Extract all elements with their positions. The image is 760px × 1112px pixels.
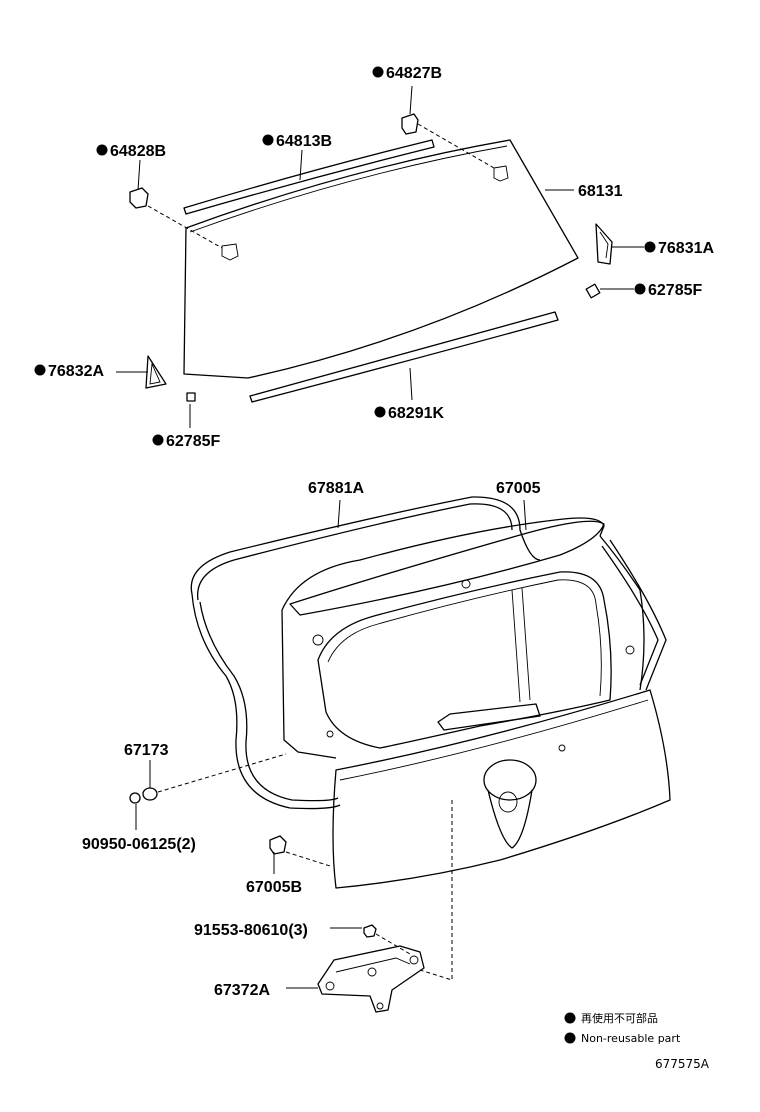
- clip-left: [129, 187, 223, 249]
- label-91553: 91553-80610(3): [194, 922, 308, 939]
- label-68291K: 68291K: [388, 405, 444, 422]
- lock-bracket: [317, 945, 425, 1013]
- label-68131: 68131: [578, 183, 623, 200]
- clip-right: [401, 113, 495, 169]
- part-labels: 64827B 64828B 64813B 68131 76831A 62785F…: [34, 65, 714, 999]
- label-62785F-right: 62785F: [648, 282, 702, 299]
- lower-moulding: [249, 311, 559, 403]
- non-reusable-marker: [634, 283, 646, 295]
- label-76831A: 76831A: [658, 240, 714, 257]
- non-reusable-marker: [152, 434, 164, 446]
- cushion-right: [585, 283, 601, 299]
- label-64827B: 64827B: [386, 65, 442, 82]
- back-door-panel: [281, 517, 671, 889]
- label-62785F-left: 62785F: [166, 433, 220, 450]
- lower-leader-lines: [135, 499, 527, 989]
- upper-moulding: [183, 139, 435, 215]
- legend-marker-en: [564, 1032, 576, 1044]
- label-67881A: 67881A: [308, 480, 364, 497]
- upper-leader-lines: [116, 85, 644, 428]
- screws: [363, 800, 453, 981]
- cushion-left: [186, 392, 196, 402]
- corner-cover-left: [145, 355, 167, 389]
- label-76832A: 76832A: [48, 363, 104, 380]
- legend-marker-jp: [564, 1012, 576, 1024]
- hinge-stud: [269, 835, 331, 867]
- diagram-id: 677575A: [655, 1057, 710, 1071]
- label-67005: 67005: [496, 480, 541, 497]
- legend: 再使用不可部品 Non-reusable part: [564, 1011, 681, 1045]
- label-90950: 90950-06125(2): [82, 836, 196, 853]
- non-reusable-marker: [372, 66, 384, 78]
- weatherstrip: [190, 496, 667, 810]
- non-reusable-marker: [96, 144, 108, 156]
- non-reusable-marker: [374, 406, 386, 418]
- door-stopper: [129, 753, 287, 804]
- legend-text-jp: 再使用不可部品: [581, 1011, 658, 1025]
- non-reusable-marker: [262, 134, 274, 146]
- back-door-glass: [183, 139, 579, 379]
- non-reusable-marker: [644, 241, 656, 253]
- label-67372A: 67372A: [214, 982, 270, 999]
- label-64828B: 64828B: [110, 143, 166, 160]
- legend-text-en: Non-reusable part: [581, 1032, 681, 1045]
- non-reusable-marker: [34, 364, 46, 376]
- label-67173: 67173: [124, 742, 169, 759]
- label-64813B: 64813B: [276, 133, 332, 150]
- corner-cover-right: [595, 223, 613, 265]
- label-67005B: 67005B: [246, 879, 302, 896]
